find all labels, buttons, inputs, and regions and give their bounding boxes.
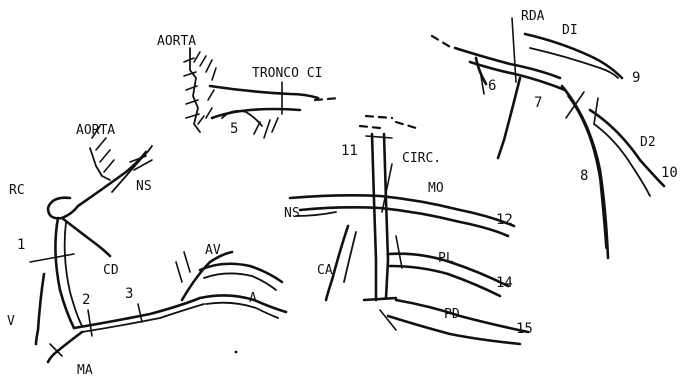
label-seg-11: 11: [341, 143, 358, 159]
label-seg-14: 14: [496, 275, 513, 291]
lad-stub: [222, 111, 262, 126]
label-seg-5: 5: [230, 121, 238, 137]
circ-bottom-bar: [364, 298, 396, 300]
label-v: V: [7, 314, 15, 329]
label-ns-mid: NS: [284, 206, 300, 221]
label-rc: RC: [9, 183, 25, 198]
av-stub: [176, 252, 190, 282]
label-seg-15: 15: [516, 321, 533, 337]
av-branch: [182, 252, 232, 300]
label-tronco-ci: TRONCO CI: [252, 66, 322, 81]
circ-main-left: [372, 134, 376, 300]
cd-branch: [62, 218, 110, 256]
v-branch: [36, 274, 44, 344]
label-seg-9: 9: [632, 70, 640, 86]
av-branch-upper: [200, 264, 282, 282]
label-ma: MA: [77, 363, 93, 378]
av-branch-upper-inner: [204, 273, 276, 290]
pd-branch-upper: [396, 300, 528, 332]
mo-branch-lower: [300, 207, 508, 236]
label-aorta-top: AORTA: [157, 34, 196, 49]
circ-dashed-3: [396, 122, 416, 128]
lad-panel: RDA DI 9 6 7 D2 8 10: [432, 9, 678, 258]
label-pd: PD: [444, 307, 460, 322]
label-seg-6: 6: [488, 78, 496, 94]
pd-stub: [380, 310, 396, 330]
label-aorta-left: AORTA: [76, 123, 115, 138]
label-seg-8: 8: [580, 168, 588, 184]
label-rda: RDA: [521, 9, 545, 24]
label-pl: PL: [438, 251, 454, 266]
seg1-mark: [30, 254, 74, 262]
rca-origin-loop: [48, 198, 78, 219]
label-seg-12: 12: [496, 212, 513, 228]
rca-mid-inner: [82, 304, 204, 332]
label-seg-10: 10: [661, 165, 678, 181]
pl-mark: [396, 236, 402, 268]
label-cd: CD: [103, 263, 119, 278]
label-di: DI: [562, 23, 578, 38]
stray-dot: [235, 351, 238, 354]
label-seg-3: 3: [125, 286, 133, 302]
aortic-wall-hatching: [184, 52, 216, 124]
label-a: A: [249, 291, 257, 306]
lad-dashed-origin: [432, 36, 452, 48]
seg11-mark: [366, 136, 392, 138]
left-main-vessel-upper: [210, 86, 318, 98]
circumflex-panel: 11 CIRC. MO NS 12 CA PL 14 PD 15: [284, 116, 533, 344]
seg3-mark: [138, 304, 142, 322]
pl-branch-lower: [390, 266, 500, 296]
circ-dashed-1: [360, 126, 380, 128]
lad-descending-1: [498, 78, 520, 158]
label-seg-1: 1: [17, 237, 25, 253]
right-coronary-panel: AORTA RC NS 1 CD AV V 2 3 A MA: [7, 123, 286, 378]
label-ns-left: NS: [136, 179, 152, 194]
ca-branch-inner: [344, 232, 356, 282]
circ-main-right: [384, 134, 388, 298]
label-av: AV: [205, 243, 221, 258]
label-d2: D2: [640, 135, 656, 150]
label-circ: CIRC.: [402, 151, 441, 166]
label-ca: CA: [317, 263, 333, 278]
label-mo: MO: [428, 181, 444, 196]
label-seg-2: 2: [82, 292, 90, 308]
left-main-vessel-lower: [212, 109, 300, 118]
seg2-mark: [88, 310, 92, 336]
label-seg-7: 7: [534, 95, 542, 111]
ns-mid-branch: [296, 212, 336, 216]
left-main-trunk-panel: AORTA TRONCO CI 5: [157, 34, 340, 138]
rca-mid: [74, 298, 200, 328]
circ-dashed-2: [366, 116, 392, 118]
d2-mark: [594, 98, 598, 124]
